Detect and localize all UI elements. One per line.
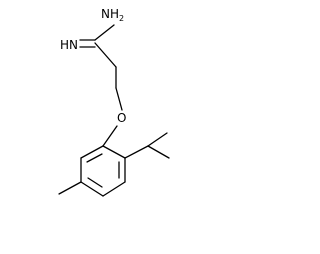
- atom-label-hn: HN: [60, 38, 78, 52]
- ring-bond-c3-c4: [102, 181, 126, 197]
- atom-nh2-symbol: NH: [101, 7, 119, 21]
- bond-isopropyl-methyl-bottom: [147, 145, 170, 159]
- atom-label-oxygen: O: [117, 111, 126, 125]
- ring-bond-c1-c2: [102, 145, 126, 159]
- ring-bond-c6-c1: [80, 145, 104, 159]
- bond-isopropyl-methyl-top: [147, 132, 168, 147]
- bond-amidine-c-ch2: [94, 42, 117, 68]
- bond-ring-isopropyl: [124, 145, 149, 159]
- chemical-structure-diagram: NH2 HN O: [58, 7, 170, 197]
- atom-nh2-subscript: 2: [119, 14, 124, 23]
- ring-inner-bond-3: [87, 177, 103, 188]
- bond-amidine-c-nh2: [94, 24, 115, 41]
- ring-bond-c4-c5: [80, 181, 104, 197]
- bond-ring-methyl: [58, 181, 82, 195]
- bond-ch2-o: [115, 87, 123, 111]
- ring-inner-bond-1: [86, 153, 103, 163]
- atom-label-nh2: NH2: [101, 7, 124, 23]
- bond-o-ring: [102, 125, 118, 147]
